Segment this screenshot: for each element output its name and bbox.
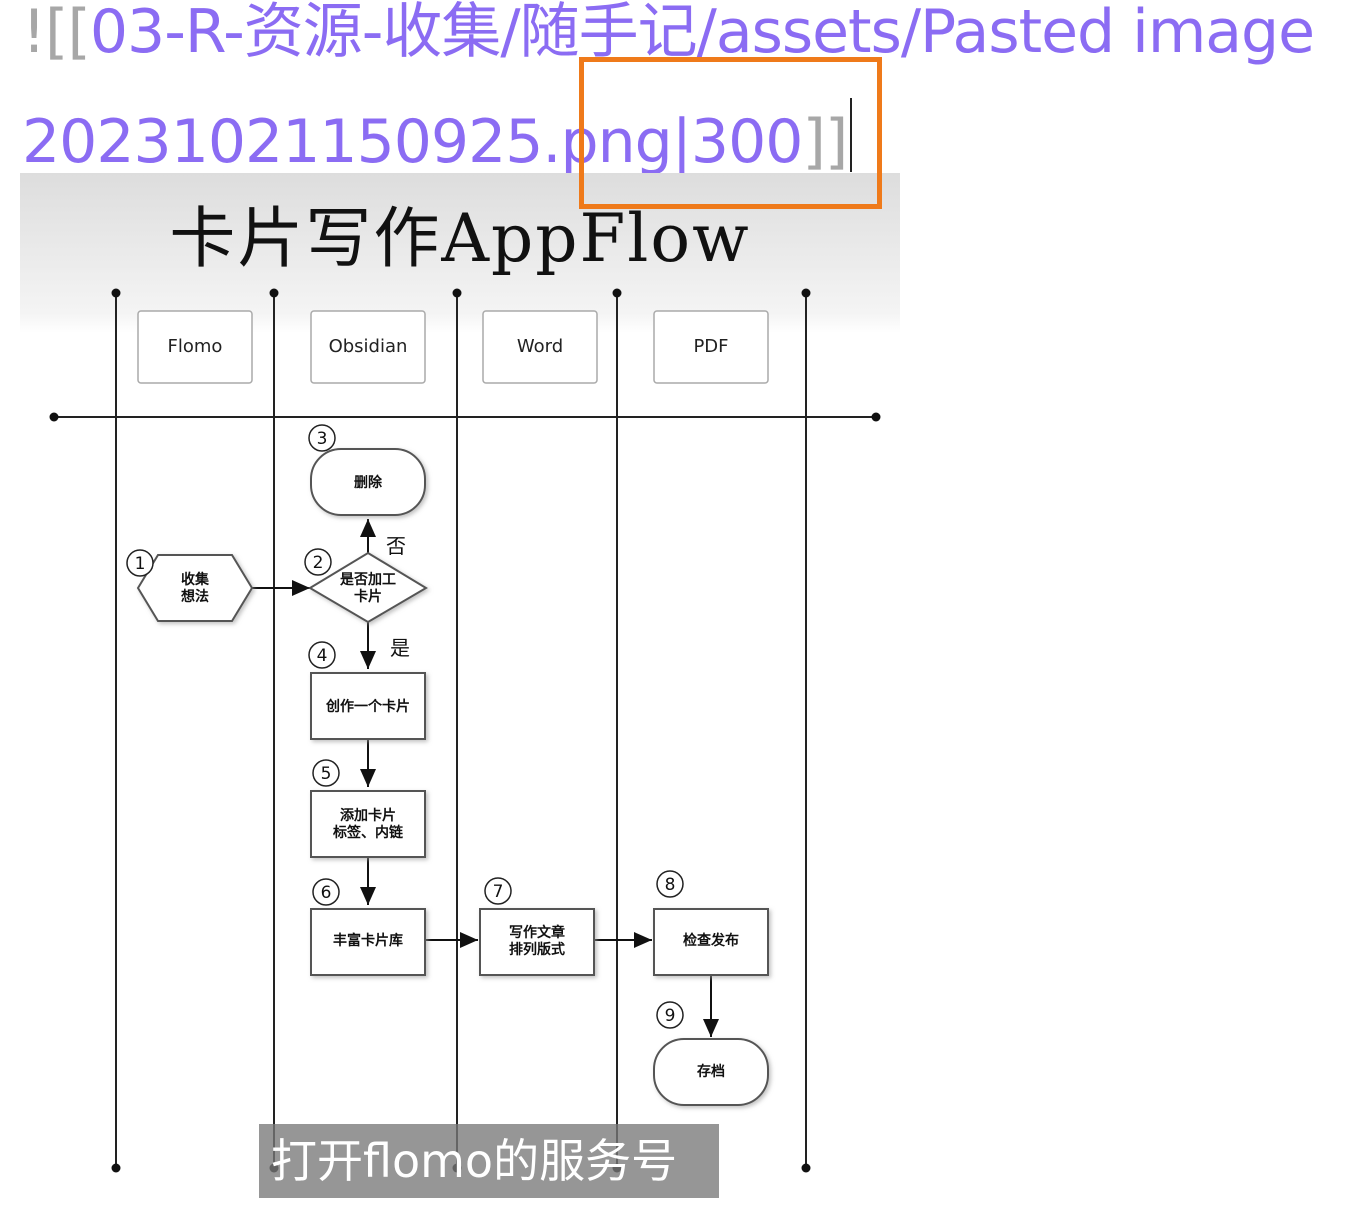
publish-label: 检查发布 xyxy=(683,932,739,949)
archive-terminator xyxy=(653,1038,769,1106)
publish-box xyxy=(653,908,769,976)
flow-title: 卡片写作AppFlow xyxy=(169,200,751,277)
flowchart: Flomo Obsidian Word PDF xyxy=(49,288,881,1173)
step-7: 7 xyxy=(493,882,504,902)
step-7-circle xyxy=(484,877,512,905)
step-8: 8 xyxy=(665,875,676,895)
node-shapes xyxy=(136,448,769,1106)
embed-link-path[interactable]: 03-R-资源-收集/随手记/assets/Pasted image xyxy=(89,0,1315,67)
decide-label: 是否加工卡片 xyxy=(340,572,396,605)
enrich-box xyxy=(310,908,426,976)
embedded-image[interactable]: 卡片写作AppFlow xyxy=(20,173,900,1213)
lane-endpoints xyxy=(49,288,881,1173)
step-2-circle xyxy=(304,548,332,576)
lane-pdf: PDF xyxy=(693,336,728,357)
write-line-2: 排列版式 xyxy=(509,941,565,958)
create-label: 创作一个卡片 xyxy=(325,698,410,715)
step-3: 3 xyxy=(317,429,328,449)
editor-line-1[interactable]: ![[03-R-资源-收集/随手记/assets/Pasted image xyxy=(22,2,1315,62)
create-box xyxy=(310,672,426,740)
tags-label: 添加卡片标签、内链 xyxy=(332,807,404,841)
delete-label: 删除 xyxy=(354,474,383,491)
step-6-circle xyxy=(312,878,340,906)
tags-box xyxy=(310,790,426,858)
enrich-label: 丰富卡片库 xyxy=(333,932,403,949)
step-8-circle xyxy=(656,870,684,898)
tags-line-2: 标签、内链 xyxy=(332,824,404,841)
step-markers xyxy=(126,424,684,1029)
collect-hexagon xyxy=(136,554,254,622)
collect-label: 收集想法 xyxy=(180,571,210,605)
tags-line-1: 添加卡片 xyxy=(340,807,396,824)
write-box xyxy=(479,908,595,976)
write-label: 写作文章排列版式 xyxy=(509,924,565,958)
decide-line-1: 是否加工 xyxy=(340,572,396,588)
decide-diamond xyxy=(308,551,428,624)
branch-no-label: 否 xyxy=(386,534,406,558)
branch-yes-label: 是 xyxy=(390,636,410,660)
step-5: 5 xyxy=(321,764,332,784)
lane-word: Word xyxy=(517,336,563,357)
lane-dividers xyxy=(54,293,876,1168)
write-line-1: 写作文章 xyxy=(509,924,565,941)
step-9-circle xyxy=(656,1001,684,1029)
embed-close-bracket: ]] xyxy=(802,107,848,177)
annotation-highlight-box xyxy=(579,57,882,209)
step-4: 4 xyxy=(317,646,328,666)
step-5-circle xyxy=(312,759,340,787)
step-6: 6 xyxy=(321,883,332,903)
step-1-circle xyxy=(126,549,154,577)
archive-label: 存档 xyxy=(697,1063,725,1080)
decide-line-2: 卡片 xyxy=(354,588,382,605)
step-1: 1 xyxy=(135,554,146,574)
embed-open-bracket: ![[ xyxy=(22,0,91,67)
step-2: 2 xyxy=(313,553,324,573)
lane-flomo: Flomo xyxy=(168,336,223,357)
collect-line-2: 想法 xyxy=(180,588,209,605)
embed-link-filename[interactable]: 20231021150925.png|300 xyxy=(22,107,803,177)
connectors xyxy=(252,519,719,1037)
node-labels: 收集想法 是否加工卡片 删除 创作一个卡片 添加卡片标签、内链 丰富卡片库 写作… xyxy=(180,474,739,1080)
text-cursor xyxy=(850,98,853,172)
step-9: 9 xyxy=(665,1006,676,1026)
step-3-circle xyxy=(308,424,336,452)
collect-line-1: 收集 xyxy=(181,571,210,588)
editor-line-2[interactable]: 20231021150925.png|300]] xyxy=(22,98,853,172)
lane-headers xyxy=(137,310,769,384)
video-subtitle: 打开flomo的服务号 xyxy=(259,1124,719,1198)
lane-obsidian: Obsidian xyxy=(329,336,408,357)
step-numbers: 1 2 3 4 5 6 7 8 9 xyxy=(135,429,676,1026)
step-4-circle xyxy=(308,641,336,669)
delete-terminator xyxy=(310,448,426,516)
